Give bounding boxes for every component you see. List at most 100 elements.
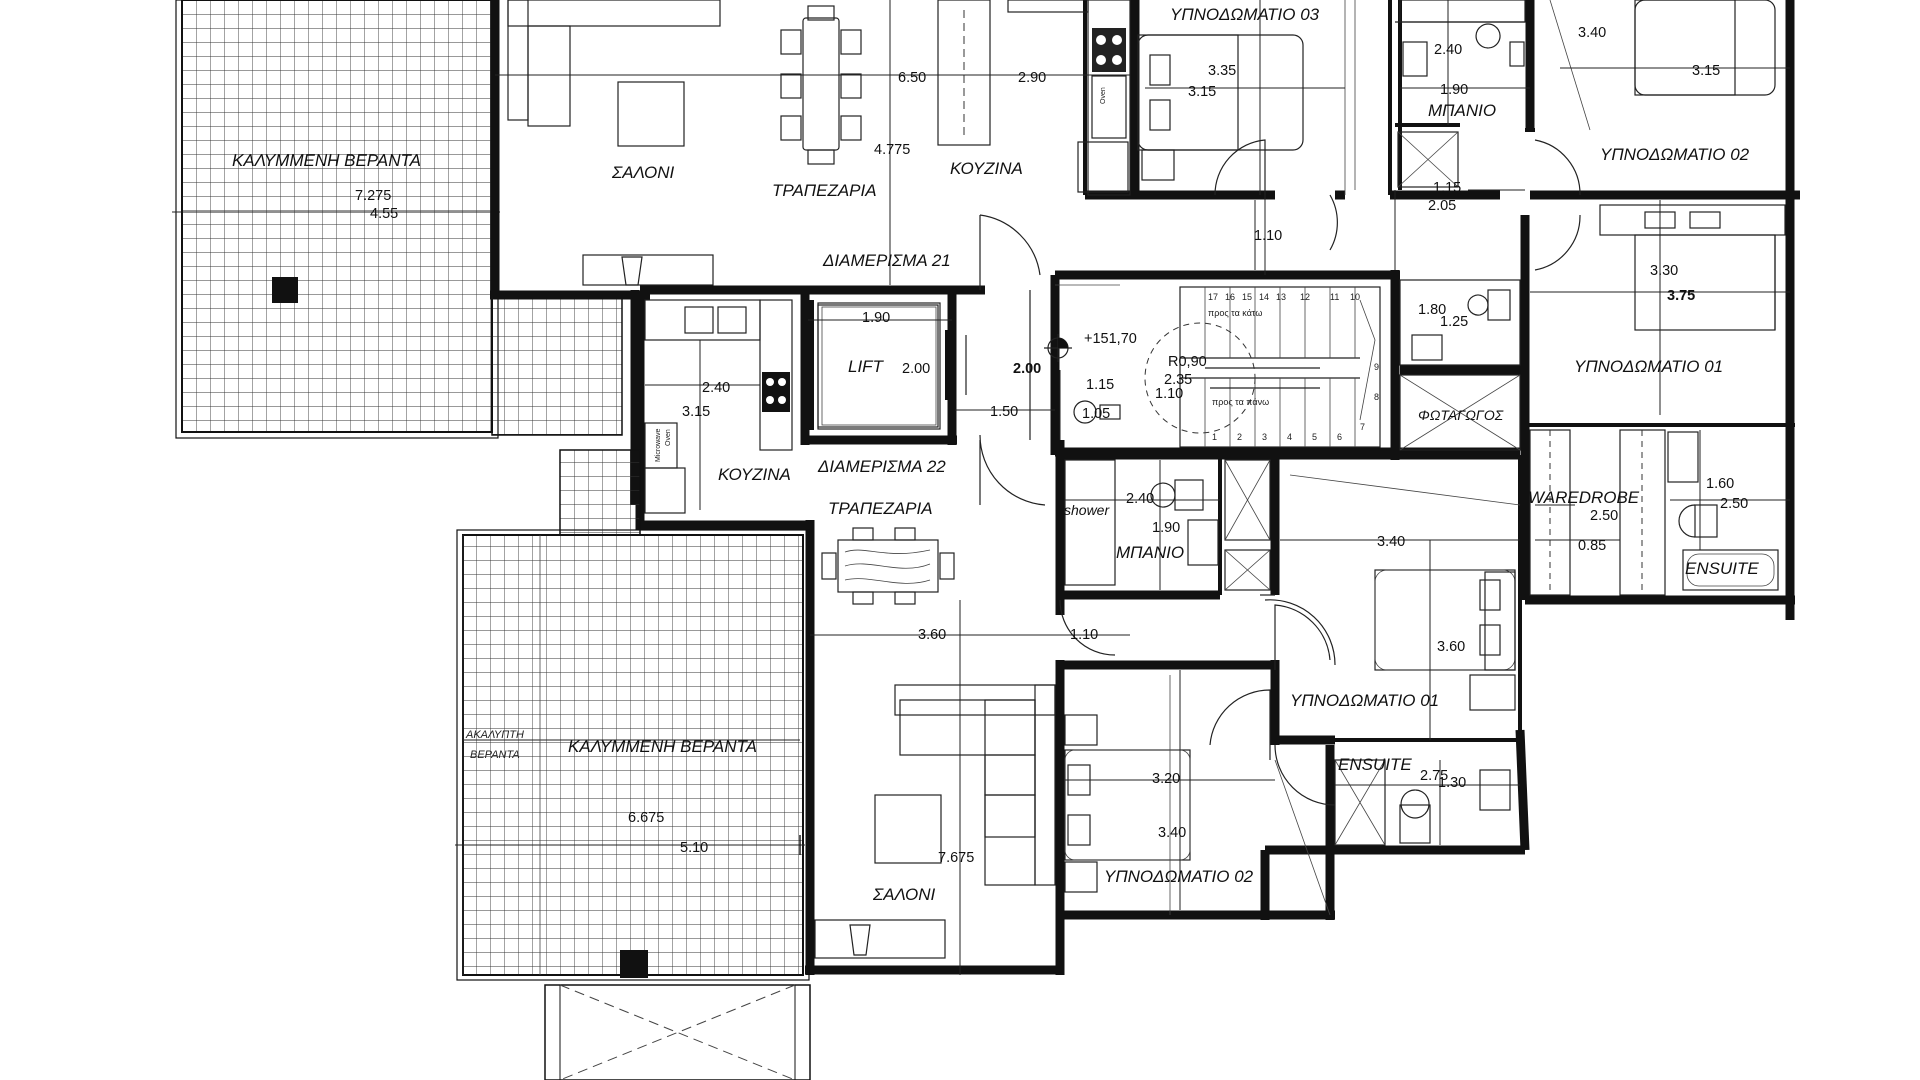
label-upper-verandah: ΚΑΛΥΜΜΕΝΗ ΒΕΡΑΝΤΑ [232, 151, 421, 170]
svg-text:3.30: 3.30 [1650, 263, 1678, 279]
svg-text:10: 10 [1350, 292, 1360, 302]
label-lift: LIFT [848, 357, 885, 376]
svg-text:2.75: 2.75 [1420, 768, 1448, 784]
svg-text:5.10: 5.10 [680, 840, 708, 856]
svg-text:14: 14 [1259, 292, 1269, 302]
label-lower-kitchen: ΚΟΥΖΙΝΑ [718, 465, 791, 484]
svg-text:2.40: 2.40 [702, 380, 730, 396]
svg-text:2.50: 2.50 [1590, 508, 1618, 524]
svg-text:17: 17 [1208, 292, 1218, 302]
svg-text:2.00: 2.00 [902, 361, 930, 377]
svg-text:6.675: 6.675 [628, 810, 664, 826]
svg-text:4.775: 4.775 [874, 142, 910, 158]
dimension-values: 7.275 4.55 6.50 2.90 4.775 3.35 3.15 2.4… [355, 25, 1748, 866]
svg-text:3.60: 3.60 [1437, 639, 1465, 655]
svg-text:2: 2 [1237, 432, 1242, 442]
svg-text:4.55: 4.55 [370, 206, 398, 222]
label-oven-lower: Oven [665, 429, 672, 446]
svg-text:1.05: 1.05 [1082, 406, 1110, 422]
lower-dining-table [821, 527, 955, 605]
svg-text:3.40: 3.40 [1377, 534, 1405, 550]
svg-text:1.90: 1.90 [862, 310, 890, 326]
label-ensuite-lower: ENSUITE [1338, 755, 1412, 774]
room-labels: ΚΑΛΥΜΜΕΝΗ ΒΕΡΑΝΤΑ ΣΑΛΟΝΙ ΤΡΑΠΕΖΑΡΙΑ ΚΟΥΖ… [232, 5, 1759, 904]
svg-text:1.15: 1.15 [1086, 377, 1114, 393]
label-upper-bedroom-02: ΥΠΝΟΔΩΜΑΤΙΟ 02 [1600, 145, 1750, 164]
svg-text:3.15: 3.15 [1188, 84, 1216, 100]
elevation-level: +151,70 [1084, 331, 1137, 347]
svg-text:2.05: 2.05 [1428, 198, 1456, 214]
svg-text:1.10: 1.10 [1254, 228, 1282, 244]
label-stairs-up: προς τα πάνω [1212, 397, 1269, 407]
stairs [1144, 286, 1381, 448]
label-right-bedroom-01: ΥΠΝΟΔΩΜΑΤΙΟ 01 [1574, 357, 1723, 376]
elevation-markers: +151,70 R0,90 [1084, 331, 1207, 370]
svg-text:2.35: 2.35 [1164, 372, 1192, 388]
svg-text:1.30: 1.30 [1438, 775, 1466, 791]
label-lower-bathroom: ΜΠΑΝΙΟ [1116, 543, 1184, 562]
upper-kitchen [937, 0, 1131, 196]
svg-text:3.60: 3.60 [918, 627, 946, 643]
svg-text:7.275: 7.275 [355, 188, 391, 204]
dimension-lines [495, 0, 1790, 975]
label-uncovered-verandah-1: ΑΚΑΛΥΠΤΗ [465, 729, 524, 741]
skylight [1399, 374, 1521, 451]
label-lower-living: ΣΑΛΟΝΙ [872, 885, 935, 904]
core-wc [1399, 279, 1521, 366]
svg-text:0.85: 0.85 [1578, 538, 1606, 554]
label-skylight: ΦΩΤΑΓΩΓΟΣ [1418, 407, 1504, 423]
svg-text:3.40: 3.40 [1578, 25, 1606, 41]
svg-text:3.15: 3.15 [1692, 63, 1720, 79]
svg-text:2.90: 2.90 [1018, 70, 1046, 86]
label-uncovered-verandah-2: ΒΕΡΑΝΤΑ [470, 749, 520, 761]
svg-text:1.90: 1.90 [1440, 82, 1468, 98]
svg-text:1.25: 1.25 [1440, 314, 1468, 330]
svg-text:9: 9 [1374, 362, 1379, 372]
label-lower-dining: ΤΡΑΠΕΖΑΡΙΑ [828, 499, 933, 518]
svg-text:1.15: 1.15 [1433, 180, 1461, 196]
svg-text:5: 5 [1312, 432, 1317, 442]
right-bedroom-01 [1520, 204, 1795, 605]
label-upper-living: ΣΑΛΟΝΙ [611, 163, 674, 182]
label-upper-dining: ΤΡΑΠΕΖΑΡΙΑ [772, 181, 877, 200]
upper-dining-table [780, 5, 862, 165]
svg-text:2.50: 2.50 [1720, 496, 1748, 512]
lower-balcony-below [544, 984, 811, 1080]
svg-text:2.00: 2.00 [1013, 361, 1041, 377]
lower-verandah [455, 449, 810, 981]
svg-text:3.35: 3.35 [1208, 63, 1236, 79]
svg-text:1.10: 1.10 [1155, 386, 1183, 402]
svg-text:1.60: 1.60 [1706, 476, 1734, 492]
svg-text:15: 15 [1242, 292, 1252, 302]
upper-sofa [507, 0, 721, 286]
upper-verandah [172, 0, 623, 439]
lower-bathroom [1059, 459, 1271, 656]
label-upper-bathroom: ΜΠΑΝΙΟ [1428, 101, 1496, 120]
label-oven-upper: Oven [1100, 87, 1107, 104]
svg-text:8: 8 [1374, 392, 1379, 402]
label-ensuite-right: ENSUITE [1685, 559, 1759, 578]
svg-text:3.20: 3.20 [1152, 771, 1180, 787]
label-bedroom-03: ΥΠΝΟΔΩΜΑΤΙΟ 03 [1170, 5, 1320, 24]
stair-numbers-top: 17 16 15 14 13 12 11 10 [1208, 292, 1360, 302]
label-wardrobe: WAREDROBE [1528, 488, 1640, 507]
lobby [979, 214, 1121, 506]
stair-numbers-bottom: 1 2 3 4 5 6 7 8 9 [1212, 362, 1379, 442]
svg-text:1.10: 1.10 [1070, 627, 1098, 643]
label-apartment-22: ΔΙΑΜΕΡΙΣΜΑ 22 [817, 457, 946, 476]
svg-text:4: 4 [1287, 432, 1292, 442]
svg-text:3.40: 3.40 [1158, 825, 1186, 841]
svg-text:3: 3 [1262, 432, 1267, 442]
label-upper-kitchen: ΚΟΥΖΙΝΑ [950, 159, 1023, 178]
lower-bedroom-01 [1274, 474, 1521, 806]
label-lower-verandah: ΚΑΛΥΜΜΕΝΗ ΒΕΡΑΝΤΑ [568, 737, 757, 756]
svg-text:12: 12 [1300, 292, 1310, 302]
label-lower-bedroom-02: ΥΠΝΟΔΩΜΑΤΙΟ 02 [1104, 867, 1254, 886]
upper-bathroom [1395, 0, 1526, 188]
svg-text:1: 1 [1212, 432, 1217, 442]
label-apartment-21: ΔΙΑΜΕΡΙΣΜΑ 21 [822, 251, 951, 270]
label-stairs-down: προς τα κάτω [1208, 308, 1262, 318]
svg-text:3.75: 3.75 [1667, 288, 1695, 304]
label-microwave: Microwave [655, 428, 662, 462]
